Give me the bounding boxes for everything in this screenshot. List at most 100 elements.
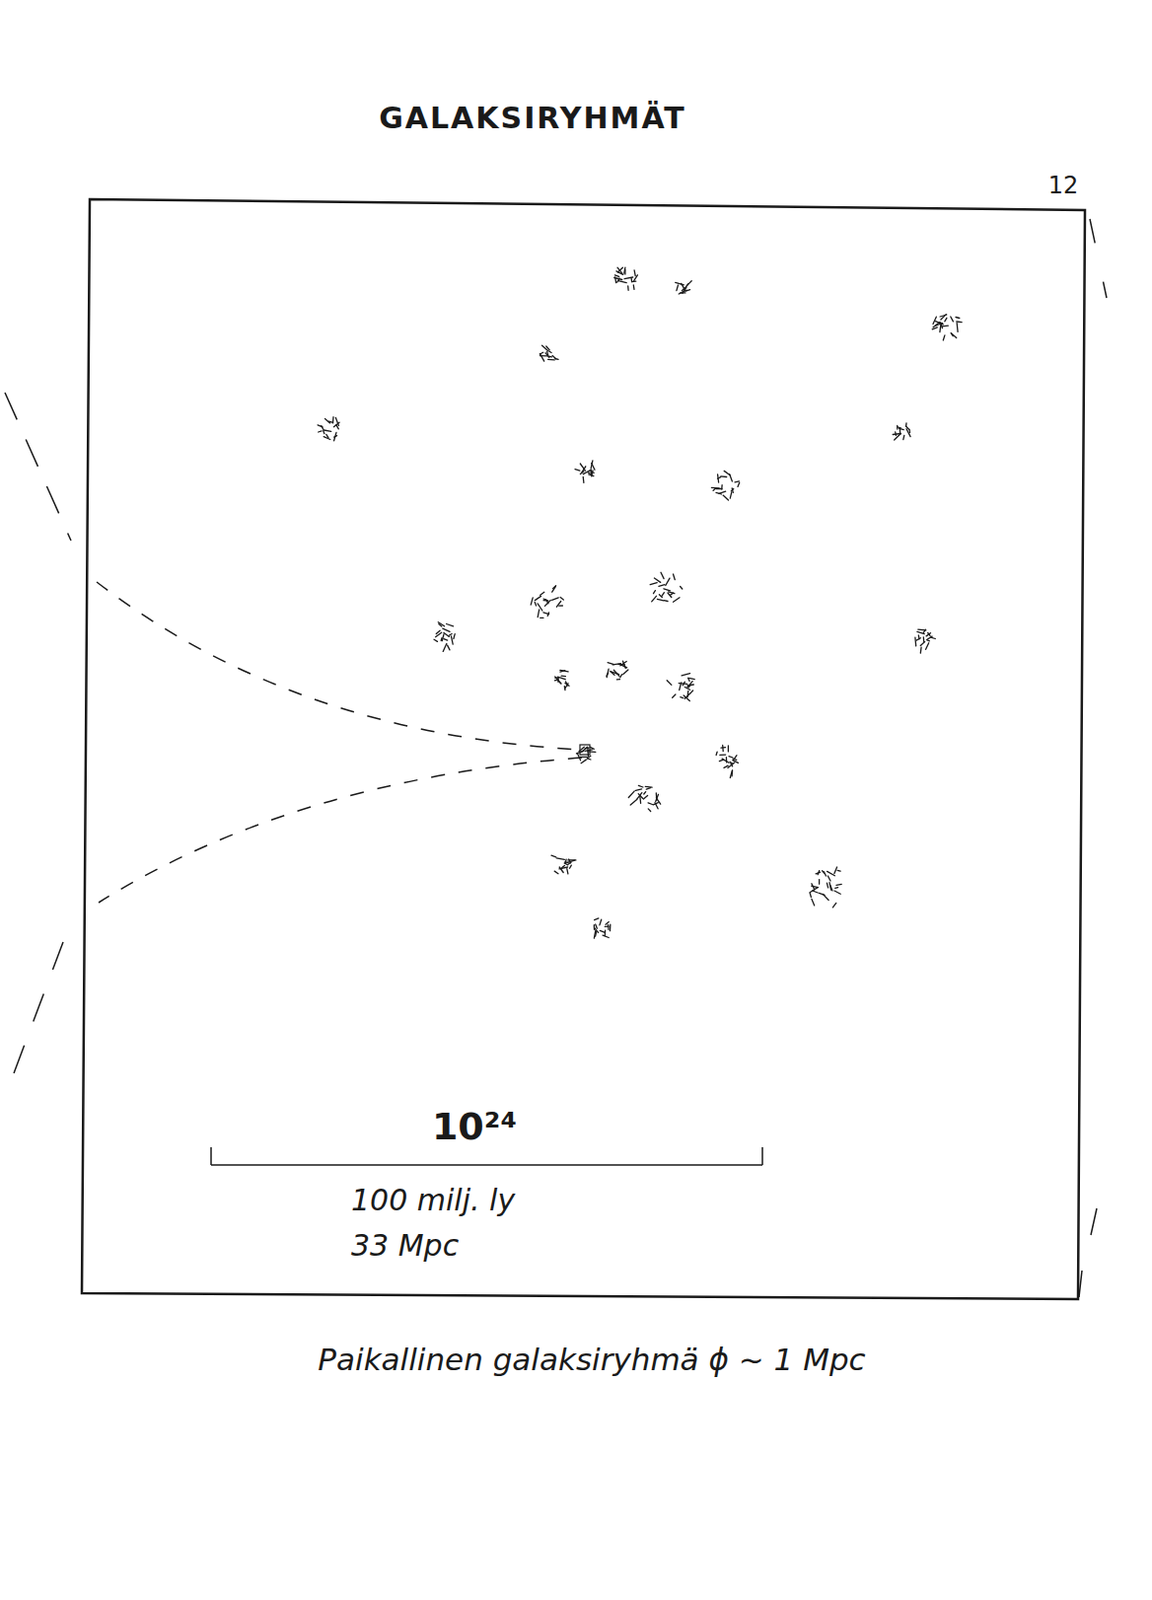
galaxy-dot — [562, 864, 566, 867]
galaxy-dot — [453, 634, 455, 640]
galaxy-dot — [894, 433, 901, 440]
galaxy-dot — [443, 639, 448, 641]
galaxy-dot — [653, 577, 660, 582]
galaxy-dot — [567, 868, 569, 874]
galaxy-dot — [610, 671, 615, 676]
galaxy-dot — [323, 436, 331, 440]
galaxy-dot — [956, 323, 959, 333]
galaxy-dot — [323, 431, 325, 434]
galaxy-dot — [437, 622, 444, 627]
galaxy-dot — [689, 677, 696, 679]
galaxy-dot — [950, 316, 954, 322]
galaxy-dot — [620, 674, 623, 678]
galaxy-dot — [551, 855, 557, 858]
view-cone — [4, 392, 72, 541]
galaxy-dot — [560, 670, 566, 672]
galaxy-dot — [433, 639, 438, 642]
galaxy-dot — [586, 755, 591, 759]
galaxy-dot — [899, 428, 905, 430]
galaxy-dot — [576, 753, 580, 761]
galaxy-dot — [680, 291, 686, 293]
galaxy-dot — [661, 592, 664, 596]
galaxy-dot — [560, 669, 569, 672]
page-number: 12 — [1048, 172, 1080, 199]
galaxy-dot — [734, 480, 739, 483]
scale-bar — [211, 1163, 763, 1166]
galaxy-dot — [652, 802, 658, 805]
caption: Paikallinen galaksiryhmä ϕ ~ 1 Mpc — [317, 1342, 865, 1376]
galaxy-dot — [595, 931, 597, 936]
galaxy-dot — [906, 429, 911, 437]
galaxy-dot — [809, 892, 811, 897]
galaxy-dot — [721, 745, 724, 752]
galaxy-dot — [940, 322, 943, 329]
galaxy-dot — [599, 930, 605, 933]
galaxy-dot — [638, 793, 643, 799]
galaxy-dot — [570, 864, 573, 868]
galaxy-dot — [565, 682, 570, 686]
galaxy-dot — [725, 757, 728, 763]
galaxy-dot — [687, 684, 694, 686]
galaxy-dot — [442, 628, 450, 632]
galaxy-dot — [834, 890, 841, 894]
galaxy-dot — [540, 617, 544, 619]
galaxy-dot — [663, 588, 671, 591]
galaxy-dot — [617, 267, 623, 273]
galaxy-dot — [908, 430, 911, 433]
galaxy-dot — [656, 598, 663, 601]
galaxy-dot — [812, 890, 818, 893]
galaxy-dot — [730, 489, 733, 492]
galaxy-dot — [645, 786, 652, 789]
galaxy-dot — [558, 680, 562, 684]
galaxy-dot — [931, 637, 936, 639]
galaxy-dot — [628, 791, 635, 798]
galaxy-dot — [944, 317, 947, 322]
galaxy-dot — [905, 423, 908, 427]
galaxy-dot — [442, 643, 447, 651]
galaxy-dot — [594, 918, 599, 921]
galaxy-dot — [623, 669, 629, 675]
galaxy-dot — [676, 285, 679, 291]
galaxy-dot — [604, 930, 607, 936]
galaxy-dot — [447, 645, 450, 650]
galaxy-dot — [634, 270, 636, 277]
galaxy-dot — [630, 799, 638, 806]
scale-value: 10²⁴ — [432, 1106, 517, 1149]
galaxy-dot — [732, 755, 737, 761]
galaxy-dot — [616, 271, 624, 276]
galaxy-dot — [323, 430, 331, 432]
galaxy-dot — [543, 612, 550, 615]
galaxy-dot — [927, 640, 931, 642]
galaxy-dot — [918, 628, 927, 631]
galaxy-dot — [926, 643, 930, 650]
galaxy-dot — [555, 358, 559, 360]
galaxy-dot — [540, 591, 545, 595]
galaxy-dot — [606, 668, 609, 677]
galaxy-dot — [830, 884, 833, 891]
galaxy-dot — [675, 282, 685, 286]
title: GALAKSIRYHMÄT — [378, 101, 687, 135]
galaxy-dot — [537, 603, 543, 611]
galaxy-dot — [811, 883, 815, 890]
galaxy-dot — [685, 289, 690, 291]
galaxy-dot — [920, 642, 925, 647]
galaxy-dot — [719, 759, 723, 762]
galaxy-dot — [655, 797, 660, 804]
galaxy-dot — [729, 492, 732, 499]
galaxy-dot — [737, 482, 740, 487]
galaxy-dot — [317, 425, 323, 428]
galaxy-dot — [665, 577, 670, 585]
scale-tick — [210, 1147, 213, 1165]
galaxy-dot — [549, 351, 553, 354]
galaxy-dot — [613, 669, 620, 676]
galaxy-dot — [933, 316, 936, 324]
galaxy-dot — [721, 758, 729, 763]
galaxy-dot — [614, 275, 619, 278]
galaxy-dot — [811, 898, 815, 906]
galaxy-dot — [556, 858, 565, 861]
galaxy-dot — [579, 756, 587, 758]
galaxy-dot — [450, 636, 453, 645]
galaxy-dot — [834, 866, 838, 874]
galaxy-dot — [716, 492, 722, 495]
galaxy-dot — [584, 749, 592, 752]
